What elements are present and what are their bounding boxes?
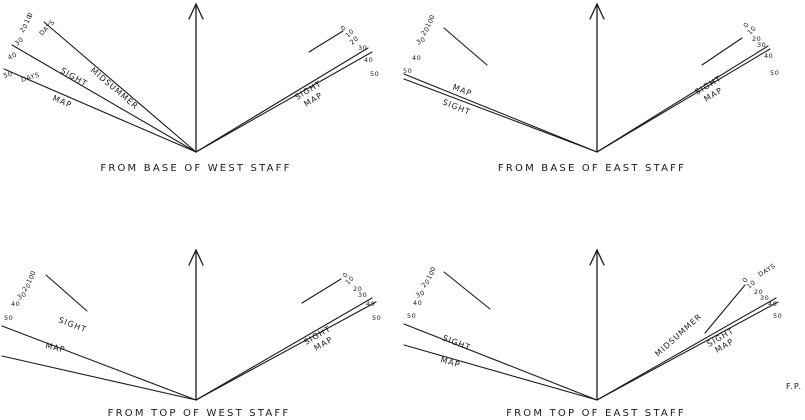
ray-label-sight: SIGHT (57, 315, 88, 334)
tick-label: 30 (358, 291, 367, 299)
sight-line (11, 44, 197, 153)
tick-label: 10 (425, 269, 437, 281)
sight-line (596, 297, 777, 401)
panel-caption: FROM BASE OF WEST STAFF (100, 163, 291, 174)
tick-label: 50 (770, 69, 779, 77)
tick-label: 30 (415, 35, 427, 47)
direction-stroke (443, 27, 488, 66)
days-note: DAYS (20, 71, 40, 84)
tick-label: 30 (760, 294, 769, 302)
tick-label: 50 (403, 67, 412, 75)
right-tick-scale: 0 10 20 30 40 50 (742, 21, 779, 77)
map-line (1, 355, 197, 401)
sight-line (1, 325, 197, 401)
map-line (403, 73, 598, 153)
sight-line (403, 323, 598, 401)
sight-line (596, 45, 769, 153)
left-tick-scale: 0 10 20 30 40 50 DAYS DAYS (2, 11, 56, 84)
tick-label: 10 (23, 13, 34, 25)
tick-label: 0 (29, 269, 38, 277)
right-tick-scale: 0 10 20 30 40 50 (339, 24, 379, 78)
days-note: DAYS (38, 18, 57, 37)
tick-label: 50 (4, 314, 13, 322)
sight-line (195, 47, 369, 153)
tick-label: 50 (773, 312, 782, 320)
tick-label: 0 (26, 11, 35, 19)
left-tick-scale: 0 10 20 30 40 50 (403, 13, 437, 75)
ray-label-sight: SIGHT (59, 66, 89, 89)
ray-label-map: MAP (439, 355, 461, 369)
direction-stroke (308, 30, 344, 53)
panel-caption: FROM TOP OF EAST STAFF (506, 408, 686, 419)
tick-label: 0 (428, 13, 437, 21)
tick-label: 30 (358, 44, 367, 52)
tick-label: 0 (741, 276, 750, 284)
panel-caption: FROM TOP OF WEST STAFF (108, 408, 291, 419)
tick-label: 50 (372, 314, 381, 322)
map-line (195, 51, 373, 153)
map-line (3, 68, 197, 153)
tick-label: 40 (413, 299, 422, 307)
map-line (596, 48, 771, 153)
tick-label: 30 (13, 35, 25, 47)
tick-label: 0 (429, 265, 438, 273)
map-line (195, 301, 377, 401)
tick-label: 20 (754, 288, 763, 296)
tick-label: 30 (757, 41, 766, 49)
tick-label: 10 (25, 273, 37, 285)
ray-label-map: MAP (45, 341, 67, 354)
tick-label: 40 (11, 300, 20, 308)
tick-label: 50 (370, 70, 379, 78)
tick-label: 50 (407, 312, 416, 320)
tick-label: 40 (412, 54, 421, 62)
tick-label: 40 (764, 52, 773, 60)
direction-stroke (701, 37, 743, 66)
panel-top-west-staff: 0 10 20 30 40 50 SIGHT MAP 0 10 20 30 40… (1, 248, 381, 419)
north-arrow-icon (589, 248, 605, 401)
tick-label: 0 (339, 24, 348, 32)
tick-label: 20 (18, 22, 30, 34)
left-tick-scale: 0 10 20 30 40 50 (4, 269, 38, 322)
direction-stroke (443, 271, 491, 310)
tick-label: 0 (742, 21, 751, 29)
map-line (596, 301, 779, 401)
right-tick-scale: 0 10 20 30 40 50 (341, 271, 381, 322)
ray-label-midsummer: MIDSUMMER (653, 312, 703, 359)
ray-label-map: MAP (451, 83, 473, 99)
north-arrow-icon (188, 248, 204, 401)
direction-stroke (301, 278, 342, 304)
panel-base-west-staff: 0 10 20 30 40 50 DAYS DAYS MIDSUMMER SIG… (2, 2, 379, 174)
left-tick-scale: 0 10 20 30 40 50 (407, 265, 438, 320)
artist-initials: F.P. (786, 382, 802, 391)
ray-label-sight: SIGHT (441, 98, 472, 117)
direction-stroke (45, 274, 88, 312)
map-line (403, 344, 598, 401)
tick-label: 50 (2, 70, 13, 80)
north-arrow-icon (589, 2, 605, 153)
tick-label: 40 (364, 56, 373, 64)
tick-label: 10 (424, 17, 436, 29)
tick-label: 40 (366, 300, 375, 308)
sight-line (403, 78, 598, 153)
midsummer-line (704, 284, 746, 334)
north-arrow-icon (188, 2, 204, 153)
ray-label-sight: SIGHT (441, 333, 472, 352)
midsummer-line (43, 21, 197, 153)
tick-label: 20 (353, 285, 362, 293)
tick-label: 40 (768, 300, 777, 308)
tick-label: 0 (341, 271, 350, 279)
sight-line (195, 297, 373, 401)
tick-label: 20 (752, 35, 761, 43)
panel-top-east-staff: 0 10 20 30 40 50 SIGHT MAP 0 10 20 30 40… (403, 248, 782, 419)
tick-label: 30 (414, 289, 426, 300)
ray-label-map: MAP (51, 94, 73, 110)
days-note: DAYS (757, 262, 777, 279)
panel-base-east-staff: 0 10 20 30 40 50 MAP SIGHT 0 10 20 30 40… (403, 2, 779, 174)
panel-caption: FROM BASE OF EAST STAFF (498, 163, 686, 174)
tick-label: 30 (16, 290, 28, 302)
tick-label: 40 (6, 51, 18, 62)
